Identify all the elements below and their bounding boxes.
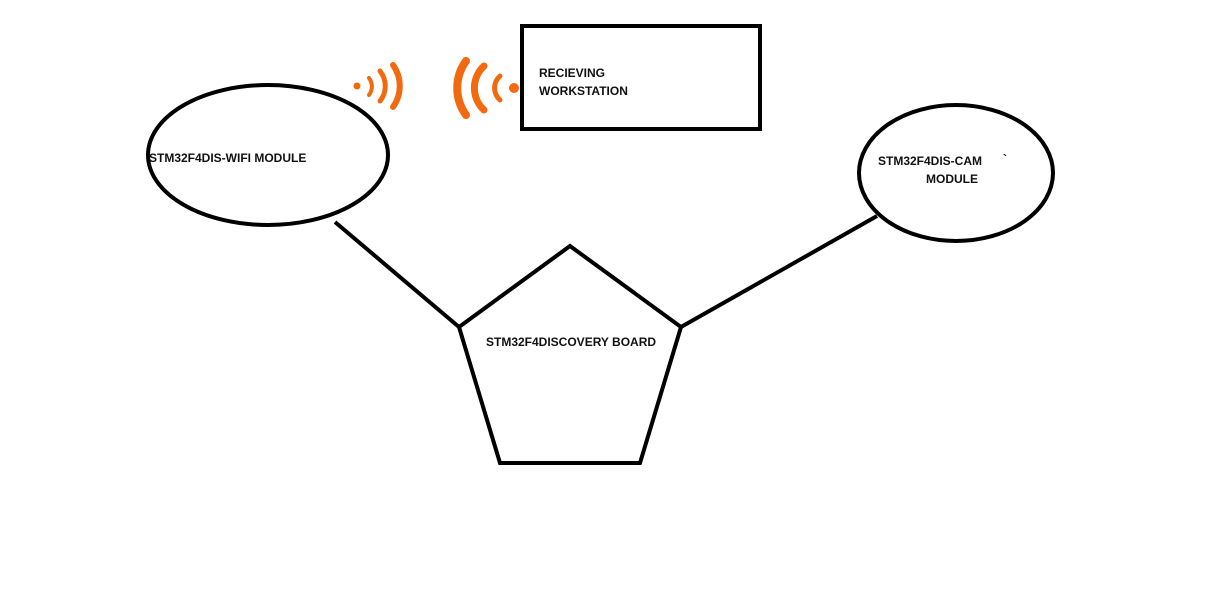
workstation-node: [520, 24, 762, 131]
wifi-to-board-connector: [333, 220, 461, 329]
wifi-module-node: [146, 83, 390, 227]
wireless-transmit-icon: [353, 62, 403, 110]
discovery-board-label: STM32F4DISCOVERY BOARD: [486, 335, 657, 349]
wifi-module-label: STM32F4DIS-WIFI MODULE: [149, 151, 307, 165]
cam-module-node: [857, 103, 1055, 243]
cam-module-tick-mark: `: [1003, 152, 1007, 166]
workstation-label-line2: WORKSTATION: [539, 84, 628, 98]
workstation-label-line1: RECIEVING: [539, 66, 606, 80]
cam-module-label-line1: STM32F4DIS-CAM: [878, 154, 983, 168]
cam-module-label-line2: MODULE: [926, 172, 978, 186]
discovery-board-node: [456, 243, 684, 465]
cam-to-board-connector: [680, 214, 878, 329]
wireless-receive-icon: [453, 57, 519, 119]
